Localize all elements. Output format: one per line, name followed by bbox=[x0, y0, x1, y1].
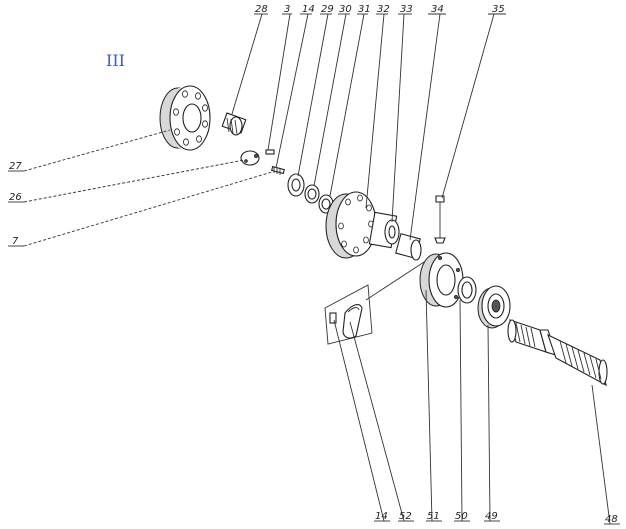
part-sleeve bbox=[395, 233, 422, 261]
part-rings bbox=[287, 173, 334, 214]
callout-52: 52 bbox=[399, 511, 412, 522]
callout-14-bottom: 14 bbox=[375, 511, 388, 522]
callout-48: 48 bbox=[605, 514, 618, 525]
callouts-left: 27 26 7 bbox=[9, 161, 22, 247]
part-bearing-housing bbox=[419, 252, 464, 308]
callout-35: 35 bbox=[492, 4, 505, 15]
part-seal-ring bbox=[457, 276, 477, 304]
callouts-top: 28 3 14 29 30 31 32 33 34 35 bbox=[255, 4, 505, 15]
callout-30: 30 bbox=[339, 4, 352, 15]
part-threaded-stud bbox=[221, 112, 247, 136]
detail-inset bbox=[324, 284, 373, 345]
part-disc bbox=[240, 150, 260, 166]
callout-34: 34 bbox=[431, 4, 444, 15]
callout-33: 33 bbox=[400, 4, 413, 15]
callouts-bottom: 14 52 51 50 49 48 bbox=[375, 511, 618, 525]
callout-49: 49 bbox=[485, 511, 498, 522]
callout-31: 31 bbox=[358, 4, 371, 15]
part-bearing bbox=[477, 285, 511, 329]
part-small-screws bbox=[265, 149, 285, 175]
callout-51: 51 bbox=[427, 511, 440, 522]
view-label: III bbox=[106, 51, 125, 70]
leader-lines bbox=[8, 13, 620, 525]
callout-27: 27 bbox=[9, 161, 22, 172]
callout-14-top: 14 bbox=[302, 4, 315, 15]
callout-7: 7 bbox=[12, 236, 19, 247]
callout-26: 26 bbox=[9, 192, 22, 203]
part-splined-shaft bbox=[507, 319, 608, 387]
callout-28: 28 bbox=[255, 4, 268, 15]
part-large-flange bbox=[325, 191, 400, 259]
callout-3: 3 bbox=[284, 4, 290, 15]
part-flange-hub bbox=[159, 85, 211, 151]
callout-29: 29 bbox=[321, 4, 334, 15]
part-bolt bbox=[434, 195, 446, 244]
callout-50: 50 bbox=[455, 511, 468, 522]
callout-32: 32 bbox=[377, 4, 390, 15]
